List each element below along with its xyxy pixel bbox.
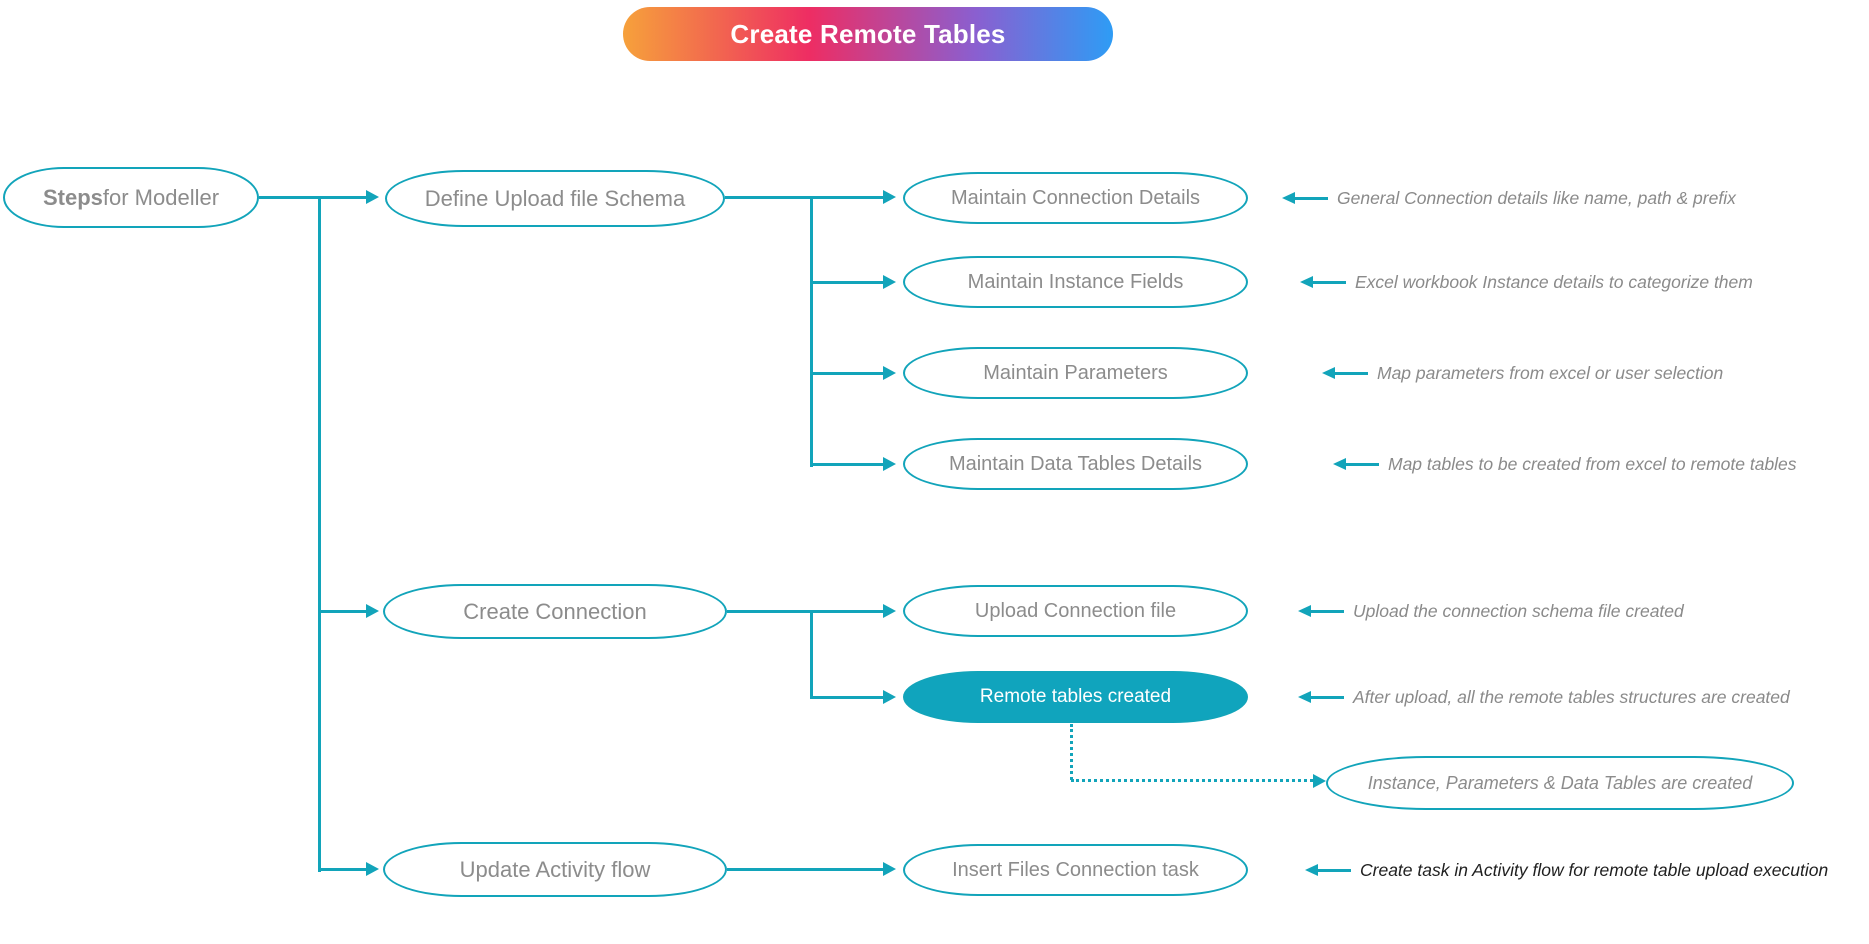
arrow-right-icon [883, 862, 896, 876]
node-maintain-parameters: Maintain Parameters [903, 347, 1248, 399]
node-maintain-connection-details: Maintain Connection Details [903, 172, 1248, 224]
annotation-line [1335, 371, 1368, 375]
node-label: Upload Connection file [974, 599, 1177, 622]
annotation-map-parameters: Map parameters from excel or user select… [1322, 359, 1723, 387]
node-steps-for-modeller: Steps for Modeller [3, 167, 259, 228]
annotation-excel-workbook-instance: Excel workbook Instance details to categ… [1300, 268, 1753, 296]
annotation-upload-schema-file: Upload the connection schema file create… [1298, 597, 1684, 625]
connector-line [810, 196, 813, 467]
arrow-left-icon [1322, 367, 1335, 379]
node-update-activity-flow: Update Activity flow [383, 842, 727, 897]
node-instance-parameters-data-tables-created: Instance, Parameters & Data Tables are c… [1326, 756, 1794, 810]
annotation-line [1311, 695, 1344, 699]
connector-line [727, 610, 884, 613]
dotted-connector-line [1070, 724, 1073, 780]
title-banner: Create Remote Tables [623, 7, 1113, 61]
annotation-text: General Connection details like name, pa… [1337, 187, 1736, 208]
annotation-line [1318, 868, 1351, 872]
arrow-left-icon [1333, 458, 1346, 470]
arrow-right-icon [883, 604, 896, 618]
connector-line [725, 196, 884, 199]
annotation-text: After upload, all the remote tables stru… [1353, 686, 1790, 707]
node-label: Maintain Data Tables Details [948, 452, 1203, 475]
node-create-connection: Create Connection [383, 584, 727, 639]
annotation-general-connection: General Connection details like name, pa… [1282, 184, 1736, 212]
arrow-right-icon [366, 190, 379, 204]
arrow-left-icon [1298, 691, 1311, 703]
connector-line [810, 610, 813, 699]
root-label-bold: Steps [42, 184, 103, 210]
node-label: Remote tables created [979, 686, 1172, 707]
connector-line [812, 281, 884, 284]
node-label: Instance, Parameters & Data Tables are c… [1367, 772, 1753, 793]
node-maintain-instance-fields: Maintain Instance Fields [903, 256, 1248, 308]
node-maintain-data-tables-details: Maintain Data Tables Details [903, 438, 1248, 490]
annotation-line [1295, 196, 1328, 200]
dotted-connector-line [1071, 779, 1313, 782]
node-label: Define Upload file Schema [424, 185, 686, 211]
node-label: Maintain Instance Fields [967, 270, 1184, 293]
arrow-right-icon [366, 604, 379, 618]
annotation-text: Upload the connection schema file create… [1353, 600, 1684, 621]
connector-line [259, 196, 367, 199]
node-label: Update Activity flow [459, 856, 651, 882]
connector-line [812, 696, 884, 699]
annotation-text: Excel workbook Instance details to categ… [1355, 271, 1753, 292]
root-label-rest: for Modeller [102, 184, 220, 210]
arrow-right-icon [883, 275, 896, 289]
page-title: Create Remote Tables [730, 18, 1006, 49]
node-define-upload-file-schema: Define Upload file Schema [385, 170, 725, 227]
node-insert-files-connection-task: Insert Files Connection task [903, 844, 1248, 896]
node-label: Insert Files Connection task [952, 858, 1199, 881]
annotation-after-upload: After upload, all the remote tables stru… [1298, 683, 1790, 711]
connector-line [812, 372, 884, 375]
node-label: Maintain Connection Details [950, 186, 1201, 209]
annotation-text: Map parameters from excel or user select… [1377, 362, 1724, 383]
node-remote-tables-created: Remote tables created [903, 671, 1248, 723]
node-upload-connection-file: Upload Connection file [903, 585, 1248, 637]
arrow-right-icon [883, 690, 896, 704]
arrow-left-icon [1300, 276, 1313, 288]
connector-line [727, 868, 884, 871]
connector-line [320, 868, 367, 871]
arrow-left-icon [1305, 864, 1318, 876]
node-label: Maintain Parameters [983, 361, 1168, 384]
annotation-create-task-activity-flow: Create task in Activity flow for remote … [1305, 856, 1828, 884]
arrow-right-icon [883, 457, 896, 471]
connector-line [812, 463, 884, 466]
connector-line [320, 610, 367, 613]
node-label: Create Connection [463, 598, 647, 624]
annotation-line [1311, 609, 1344, 613]
annotation-map-tables: Map tables to be created from excel to r… [1333, 450, 1797, 478]
arrow-left-icon [1282, 192, 1295, 204]
arrow-right-icon [883, 190, 896, 204]
annotation-text: Map tables to be created from excel to r… [1388, 453, 1797, 474]
arrow-right-icon [366, 862, 379, 876]
annotation-text: Create task in Activity flow for remote … [1360, 859, 1829, 880]
arrow-right-icon [883, 366, 896, 380]
annotation-line [1313, 280, 1346, 284]
arrow-right-icon [1313, 774, 1326, 788]
arrow-left-icon [1298, 605, 1311, 617]
annotation-line [1346, 462, 1379, 466]
connector-line [318, 196, 321, 872]
